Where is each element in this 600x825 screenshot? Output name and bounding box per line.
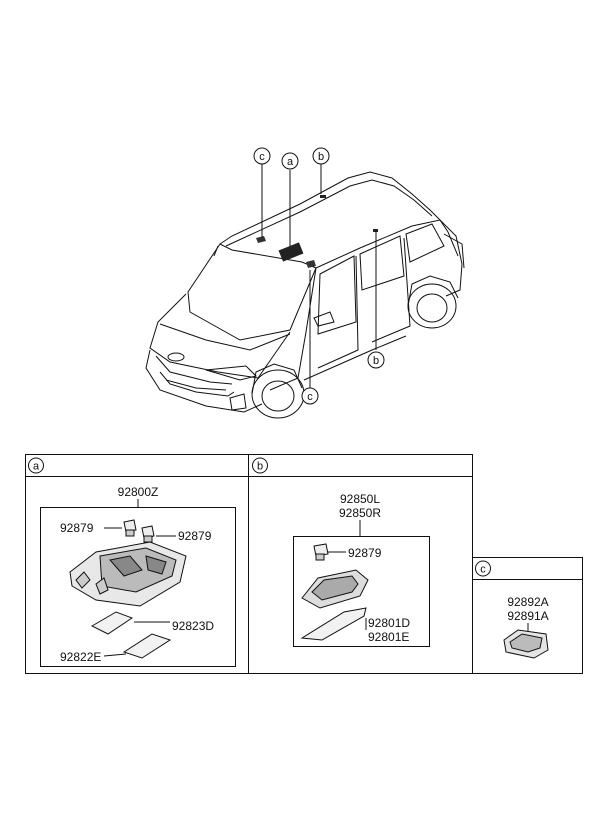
- room-lamp-marker: [320, 195, 326, 198]
- bulb-icon-left: [123, 519, 137, 537]
- part-92850r-label: 92850R: [339, 506, 381, 520]
- part-92850l-label: 92850L: [340, 492, 380, 506]
- part-92879-right-label: 92879: [178, 529, 212, 543]
- section-a: 92800Z 92879 92879 92823D: [40, 485, 236, 667]
- bulb-icon-right: [141, 525, 155, 543]
- lens-icon-92823d: [90, 611, 134, 635]
- svg-text:c: c: [259, 151, 265, 163]
- part-92800z-label: 92800Z: [118, 485, 159, 499]
- callout-a-top: a: [281, 152, 299, 170]
- svg-text:a: a: [33, 461, 40, 473]
- part-92891a-label: 92891A: [507, 609, 548, 623]
- section-c: 92892A 92891A: [503, 595, 549, 659]
- part-92892a-label: 92892A: [507, 595, 548, 609]
- part-92879-b-label: 92879: [348, 546, 382, 560]
- room-lamp-icon: [301, 569, 369, 609]
- svg-text:c: c: [480, 564, 486, 576]
- svg-text:c: c: [307, 391, 313, 403]
- part-92801d-label: 92801D: [368, 616, 410, 630]
- svg-text:b: b: [257, 461, 263, 473]
- leader-lines: [261, 164, 377, 388]
- bulb-icon-b: [313, 543, 329, 561]
- svg-text:b: b: [373, 355, 379, 367]
- section-b-header: b: [252, 457, 268, 474]
- part-92822e-label: 92822E: [60, 650, 101, 664]
- overhead-console-icon: [69, 541, 187, 607]
- part-92823d-label: 92823D: [172, 619, 214, 633]
- car-illustration: [145, 171, 465, 419]
- vanity-lamp-marker-left: [256, 236, 266, 243]
- section-b: 92850L 92850R 92879 92801D 92801E: [293, 492, 430, 647]
- lens-icon-92822e: [122, 633, 172, 659]
- svg-text:b: b: [318, 151, 324, 163]
- part-92879-left-label: 92879: [60, 521, 94, 535]
- lens-icon-92801d: [300, 607, 367, 641]
- part-92801e-label: 92801E: [368, 630, 409, 644]
- callout-c-bottom: c: [301, 387, 319, 405]
- svg-text:a: a: [287, 156, 294, 168]
- vanity-lamp-icon: [503, 629, 549, 659]
- callout-b-top: b: [312, 147, 330, 165]
- vanity-lamp-marker-right: [306, 260, 316, 268]
- section-c-header: c: [475, 560, 491, 577]
- callout-c-top: c: [253, 147, 271, 165]
- callout-b-bottom: b: [367, 351, 385, 369]
- section-a-header: a: [28, 457, 44, 474]
- overhead-console-marker: [278, 242, 304, 262]
- parts-table: [25, 454, 583, 674]
